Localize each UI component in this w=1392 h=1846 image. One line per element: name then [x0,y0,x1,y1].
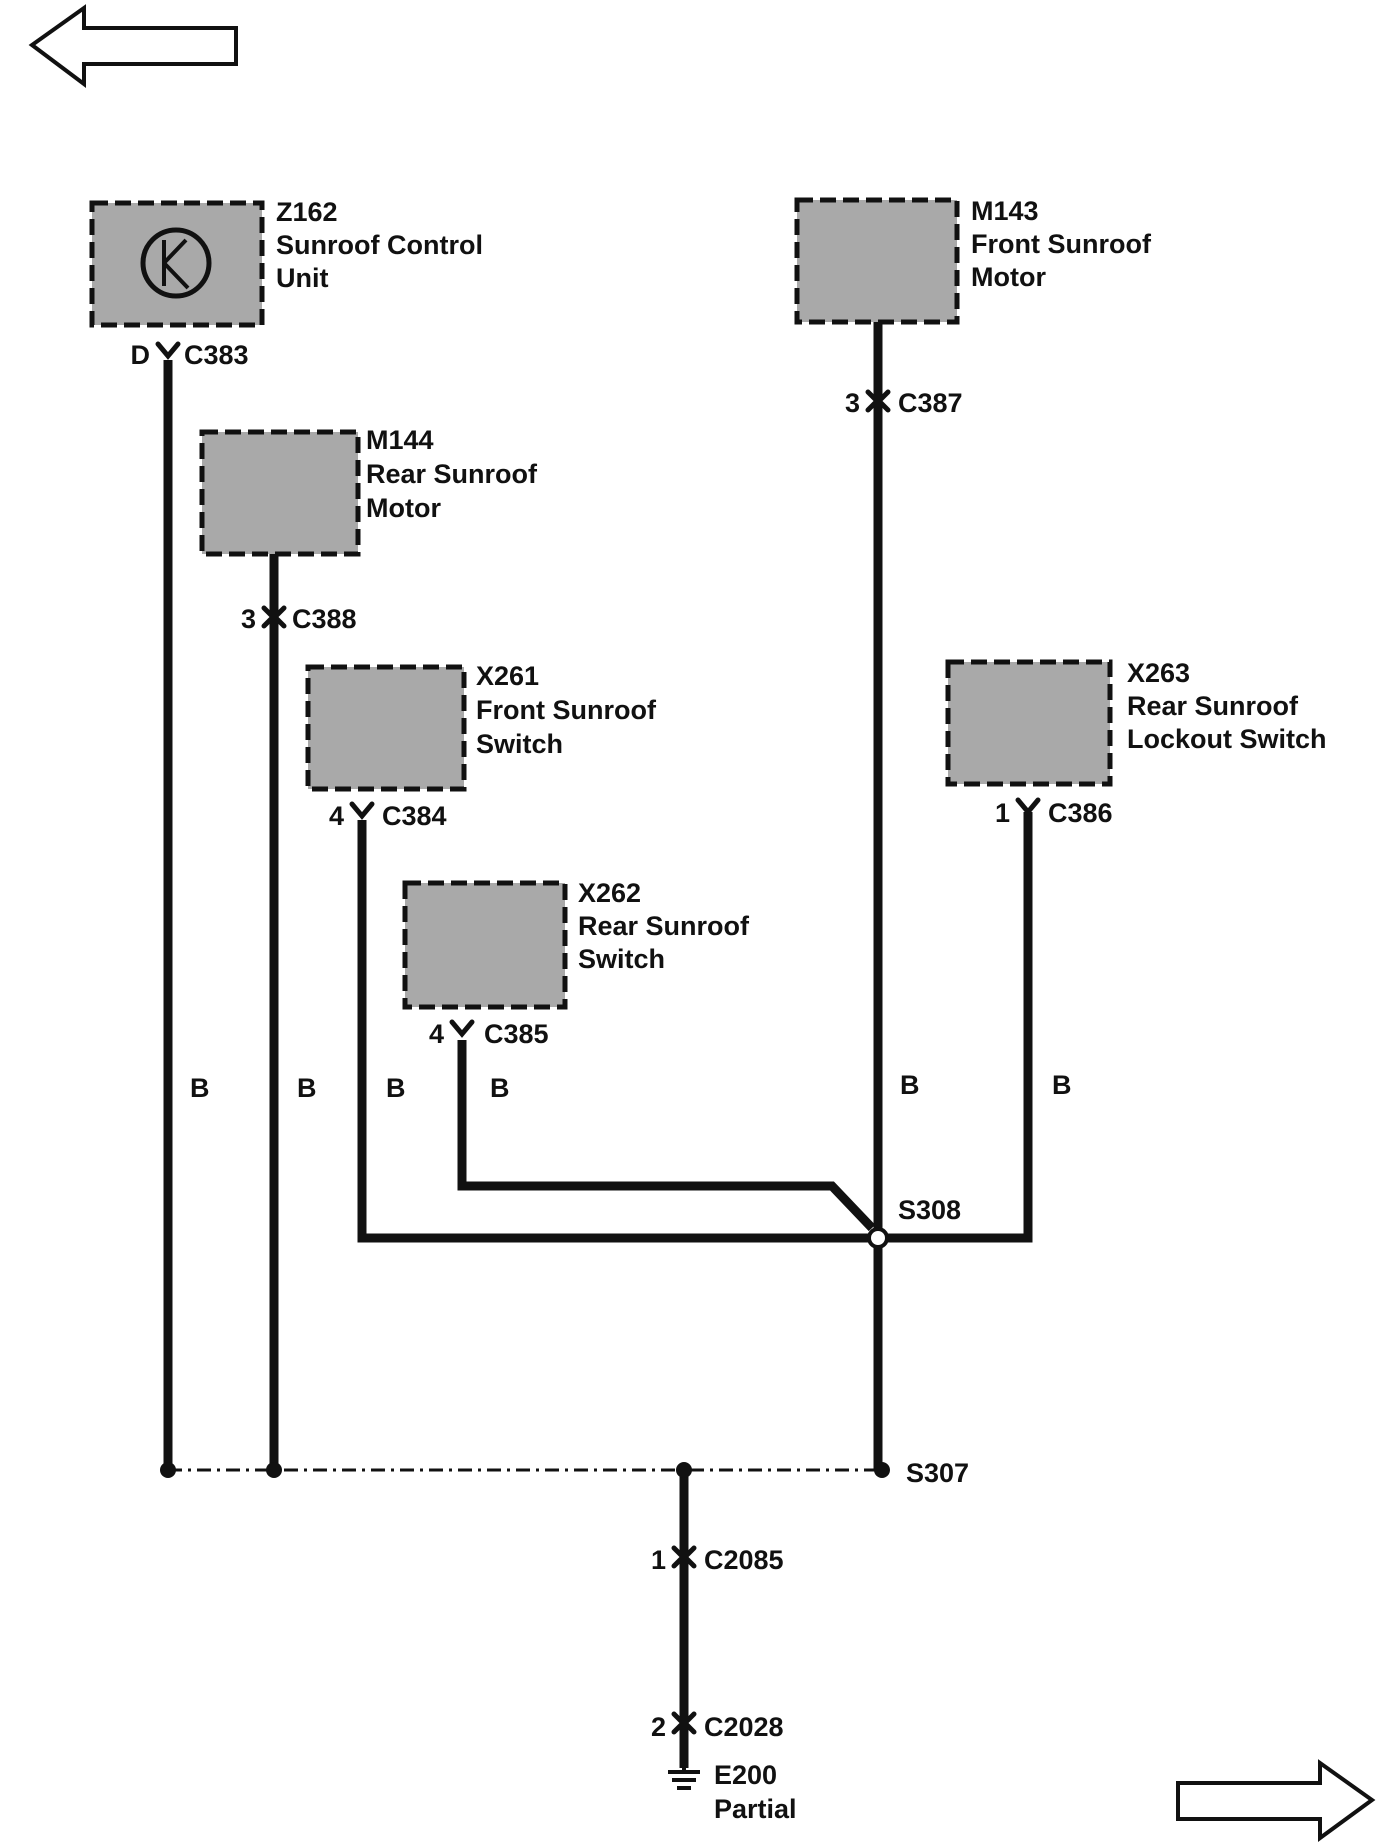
connector-c2085-icon [671,1545,697,1569]
c386-name: C386 [1048,798,1113,828]
c2028-pin: 2 [651,1712,666,1742]
m143-ref: M143 [971,196,1039,226]
splice-s307-label: S307 [906,1458,969,1488]
wire-color-label: B [1052,1070,1072,1100]
c387-pin: 3 [845,388,860,418]
component-x262[interactable]: X262 Rear Sunroof Switch [402,878,750,1010]
c388-pin: 3 [241,604,256,634]
component-x263[interactable]: X263 Rear Sunroof Lockout Switch [945,658,1327,787]
component-m143[interactable]: M143 Front Sunroof Motor [794,196,1152,325]
m144-line2: Motor [366,493,441,523]
connector-c384[interactable]: 4 C384 [329,801,447,831]
connector-c385-icon [449,1019,475,1038]
c385-pin: 4 [429,1019,444,1049]
wire-x263-s308 [878,812,1033,1243]
connector-c386[interactable]: 1 C386 [995,797,1113,828]
connector-c387-icon [865,389,891,413]
x263-line2: Lockout Switch [1127,724,1327,754]
ground-note: Partial [714,1794,797,1824]
connector-c385[interactable]: 4 C385 [429,1019,549,1049]
z162-line2: Unit [276,263,328,293]
connector-c386-icon [1015,797,1041,816]
c384-pin: 4 [329,801,344,831]
s307-splice-dot-2 [266,1462,282,1478]
connector-c383-icon [155,341,181,360]
wire-x261-s308 [357,820,878,1243]
c383-name: C383 [184,340,249,370]
x262-line2: Switch [578,944,665,974]
wire-color-label: B [190,1073,210,1103]
c385-name: C385 [484,1019,549,1049]
connector-c2085[interactable]: 1 C2085 [651,1545,784,1575]
z162-ref: Z162 [276,197,338,227]
m143-line2: Motor [971,262,1046,292]
connector-c2028-icon [671,1711,697,1735]
ground-e200[interactable]: E200 Partial [668,1760,797,1824]
wire-color-label: B [297,1073,317,1103]
previous-page-arrow-icon[interactable] [28,4,238,88]
connector-c383[interactable]: D C383 [131,340,249,370]
ground-name: E200 [714,1760,777,1790]
c2028-name: C2028 [704,1712,784,1742]
x263-ref: X263 [1127,658,1190,688]
connector-c384-icon [349,801,375,820]
connector-c388-icon [261,605,287,629]
x261-line1: Front Sunroof [476,695,657,725]
c384-name: C384 [382,801,447,831]
wire-x262-s308 [457,1040,876,1232]
connector-c387[interactable]: 3 C387 [845,388,963,418]
component-z162[interactable]: Z162 Sunroof Control Unit [89,197,483,328]
wires [163,322,1033,1768]
x261-ref: X261 [476,661,539,691]
component-m144[interactable]: M144 Rear Sunroof Motor [199,425,538,557]
x263-line1: Rear Sunroof [1127,691,1299,721]
connector-c388[interactable]: 3 C388 [241,604,357,634]
s307-splice-dot-1 [160,1462,176,1478]
splice-s308-label: S308 [898,1195,961,1225]
next-page-arrow-icon[interactable] [1176,1759,1376,1842]
c2085-pin: 1 [651,1545,666,1575]
x261-line2: Switch [476,729,563,759]
ground-icon [668,1760,700,1790]
wire-color-label: B [900,1070,920,1100]
s307-splice-dot-3 [676,1462,692,1478]
wire-color-label: B [386,1073,406,1103]
c2085-name: C2085 [704,1545,784,1575]
c386-pin: 1 [995,798,1010,828]
c388-name: C388 [292,604,357,634]
component-x261[interactable]: X261 Front Sunroof Switch [305,661,657,792]
m144-ref: M144 [366,425,434,455]
m144-line1: Rear Sunroof [366,459,538,489]
s308-splice-dot [867,1227,889,1249]
z162-line1: Sunroof Control [276,230,483,260]
x262-ref: X262 [578,878,641,908]
transistor-icon [162,238,190,290]
connector-c2028[interactable]: 2 C2028 [651,1711,784,1742]
control-unit-symbol-icon [140,227,212,299]
c387-name: C387 [898,388,963,418]
s307-splice-dot-4 [874,1462,890,1478]
wire-color-label: B [490,1073,510,1103]
m143-line1: Front Sunroof [971,229,1152,259]
c383-pin: D [131,340,151,370]
x262-line1: Rear Sunroof [578,911,750,941]
